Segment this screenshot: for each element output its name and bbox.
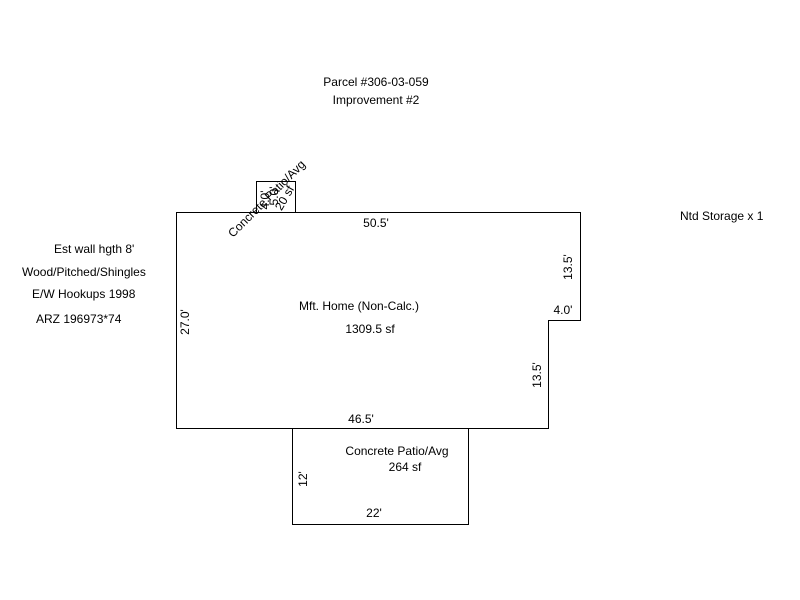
note-wall-height: Est wall hgth 8' [54, 242, 134, 256]
storage-note: Ntd Storage x 1 [680, 209, 764, 223]
home-dim-notch: 4.0' [554, 303, 573, 317]
home-dim-bottom: 46.5' [348, 412, 374, 426]
large-patio-dim-side: 12' [296, 471, 310, 487]
parcel-number: Parcel #306-03-059 [323, 75, 429, 89]
large-patio-outline [292, 428, 469, 525]
large-patio-dim-bottom: 22' [366, 506, 382, 520]
home-area: 1309.5 sf [345, 322, 395, 336]
home-label: Mft. Home (Non-Calc.) [299, 299, 419, 313]
home-dim-right-upper: 13.5' [561, 254, 575, 280]
small-patio-dim-side: 4.0' [258, 191, 272, 210]
improvement-number: Improvement #2 [333, 93, 420, 107]
home-dim-left: 27.0' [178, 309, 192, 335]
note-arz: ARZ 196973*74 [36, 312, 122, 326]
home-dim-top: 50.5' [363, 216, 389, 230]
home-outline [176, 212, 581, 429]
large-patio-area: 264 sf [389, 460, 422, 474]
note-roof: Wood/Pitched/Shingles [22, 265, 146, 279]
large-patio-label: Concrete Patio/Avg [345, 444, 448, 458]
home-dim-right-lower: 13.5' [530, 362, 544, 388]
note-hookups: E/W Hookups 1998 [32, 287, 136, 301]
small-patio-dim-top: 5.0' [267, 187, 281, 206]
